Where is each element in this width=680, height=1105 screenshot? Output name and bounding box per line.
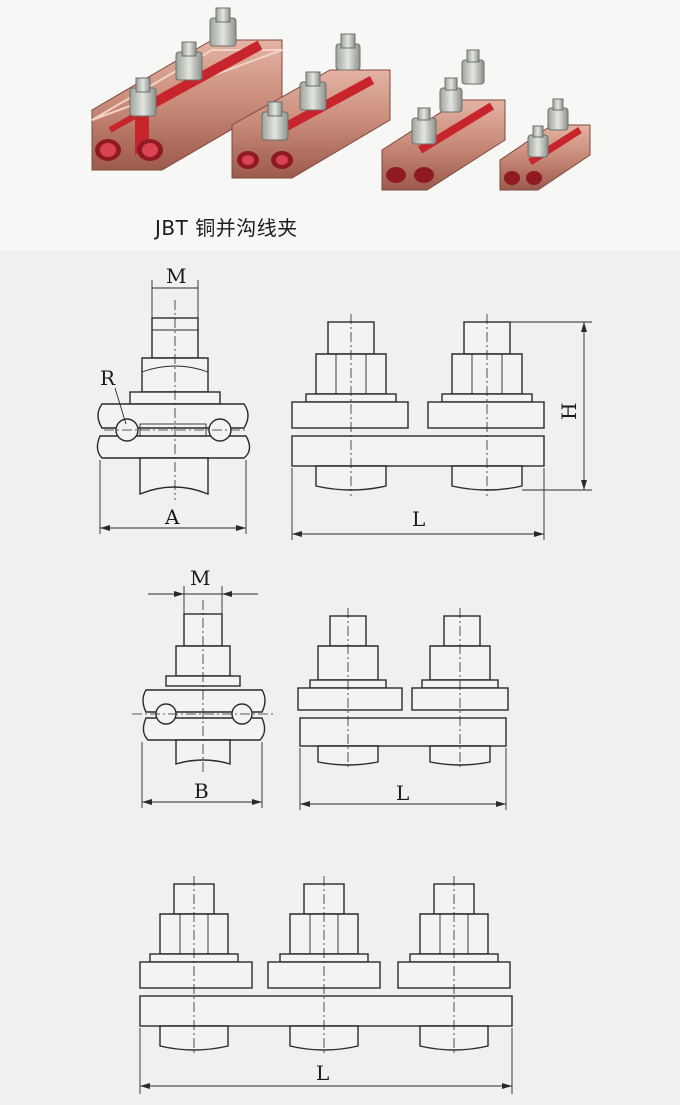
side-view-middle (132, 586, 276, 808)
product-photo: JBT 铜并沟线夹 (0, 0, 680, 250)
label-m-mid: M (190, 566, 210, 590)
label-r: R (100, 366, 116, 390)
clamp-photo-illustration (91, 7, 591, 191)
front-view-bottom (139, 876, 513, 1094)
clamp-photo-medium (231, 33, 391, 179)
label-b: B (194, 779, 209, 803)
side-view-top (96, 280, 251, 534)
front-view-top (291, 314, 592, 540)
front-view-middle (297, 608, 509, 810)
label-h: H (557, 403, 581, 420)
label-l-bottom: L (316, 1061, 329, 1085)
technical-drawing: M R A (0, 250, 680, 1105)
clamp-photo-large (91, 7, 283, 171)
clamp-photo-small (381, 49, 506, 191)
label-l-top: L (412, 507, 425, 531)
product-caption: JBT 铜并沟线夹 (155, 216, 298, 240)
clamp-photo-mini (499, 98, 591, 191)
drawing-svg: M R A (96, 264, 592, 1094)
label-l-mid: L (396, 781, 409, 805)
label-a: A (164, 505, 180, 529)
label-m-top: M (166, 264, 186, 288)
